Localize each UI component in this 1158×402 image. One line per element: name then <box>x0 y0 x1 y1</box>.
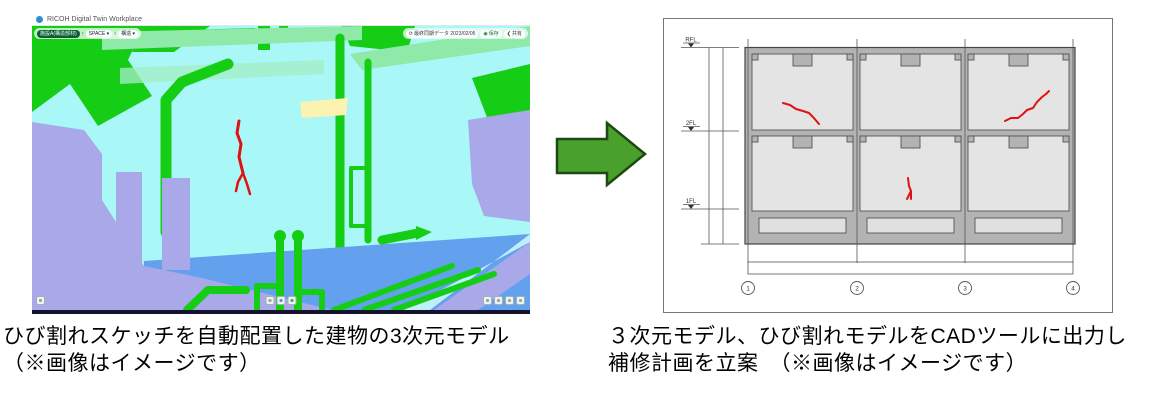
3d-scene <box>32 26 530 310</box>
share-icon: ❮ <box>506 30 511 37</box>
crack-sketch <box>234 119 252 196</box>
right-caption: ３次元モデル、ひび割れモデルをCADツールに出力し 補修計画を立案 （※画像はイ… <box>608 323 1127 377</box>
highlight-panel <box>300 98 348 118</box>
grid-bubble-4: 4 <box>1071 285 1075 292</box>
viewport-buttons-center <box>265 296 297 305</box>
level-triangle-icon <box>688 43 694 48</box>
grid-lines <box>747 39 1074 263</box>
level-label-rfl: RFL <box>685 38 697 44</box>
floor-pipe-nodes <box>274 226 432 242</box>
settings-icon[interactable] <box>516 296 525 305</box>
level-label-1fl: 1FL <box>686 199 697 205</box>
zoom-view-icon[interactable] <box>505 296 514 305</box>
model-view-icon[interactable] <box>287 296 297 305</box>
flow-arrow-shape <box>555 120 647 188</box>
chevron-right-icon: › <box>114 30 117 37</box>
grid-bubble-1: 1 <box>746 285 750 292</box>
left-caption-line2: （※画像はイメージです） <box>3 352 261 375</box>
breadcrumb: 施設A(構造部材) › SPACE ▾ › 構造 ▾ <box>34 28 142 39</box>
3d-viewport[interactable]: 施設A(構造部材) › SPACE ▾ › 構造 ▾ ⟳ 最終同期データ 202… <box>32 26 530 310</box>
footing-band <box>747 261 1074 275</box>
share-label: 共有 <box>511 30 522 37</box>
right-caption-line1: ３次元モデル、ひび割れモデルをCADツールに出力し <box>608 325 1127 348</box>
toolbar-actions: ⟳ 最終同期データ 2023/02/05 ◉ 保存 ❮ 共有 <box>402 28 528 39</box>
refresh-icon: ⟳ <box>408 30 413 37</box>
save-button[interactable]: ◉ 保存 <box>480 29 502 38</box>
dtw-app-window: RICOH Digital Twin Workplace <box>32 14 530 314</box>
cad-cracks <box>782 90 1050 200</box>
cad-sheet: RFL 2FL 1FL <box>663 18 1113 313</box>
left-caption: ひび割れスケッチを自動配置した建物の3次元モデル （※画像はイメージです） <box>3 323 510 377</box>
level-markers: RFL 2FL 1FL <box>681 38 739 210</box>
chevron-right-icon: › <box>81 30 84 37</box>
layers-icon[interactable] <box>276 296 286 305</box>
green-pipes <box>160 33 372 255</box>
app-title: RICOH Digital Twin Workplace <box>47 16 143 23</box>
ricoh-logo-icon <box>36 16 43 23</box>
flow-arrow <box>555 120 647 188</box>
category-dropdown[interactable]: 構造 ▾ <box>118 29 139 38</box>
grid-bubble-3: 3 <box>963 285 967 292</box>
viewport-bottom-bar <box>32 310 530 314</box>
panel-bay-1 <box>751 53 854 234</box>
viewport-toolbar: 施設A(構造部材) › SPACE ▾ › 構造 ▾ ⟳ 最終同期データ 202… <box>34 28 528 39</box>
lavender-equipment <box>32 110 530 310</box>
viewport-buttons-left <box>36 296 45 305</box>
breadcrumb-root-button[interactable]: 施設A(構造部材) <box>37 29 80 38</box>
compass-icon[interactable] <box>36 296 45 305</box>
level-label-2fl: 2FL <box>686 121 697 127</box>
save-label: 保存 <box>488 30 499 37</box>
share-button[interactable]: ❮ 共有 <box>503 29 525 38</box>
rotate-view-icon[interactable] <box>483 296 492 305</box>
level-triangle-icon <box>688 205 694 209</box>
frame-view-icon[interactable] <box>494 296 503 305</box>
app-titlebar: RICOH Digital Twin Workplace <box>32 14 530 26</box>
record-icon: ◉ <box>483 30 488 37</box>
sync-status-label: 最終同期データ 2023/02/05 <box>413 30 476 37</box>
grid-bubbles: 1 2 3 4 <box>741 281 1080 295</box>
cad-drawing: RFL 2FL 1FL <box>663 18 1113 313</box>
space-dropdown[interactable]: SPACE ▾ <box>85 29 113 38</box>
grid-bubble-2: 2 <box>855 285 859 292</box>
left-caption-line1: ひび割れスケッチを自動配置した建物の3次元モデル <box>3 325 510 348</box>
level-triangle-icon <box>688 127 694 131</box>
panel-bay-3 <box>967 53 1070 234</box>
sync-status-button[interactable]: ⟳ 最終同期データ 2023/02/05 <box>405 29 479 38</box>
panel-bay-2 <box>859 53 962 234</box>
map-view-icon[interactable] <box>265 296 275 305</box>
right-caption-line2: 補修計画を立案 （※画像はイメージです） <box>608 352 1028 375</box>
viewport-buttons-right <box>483 296 525 305</box>
dimension-lines <box>701 47 739 245</box>
